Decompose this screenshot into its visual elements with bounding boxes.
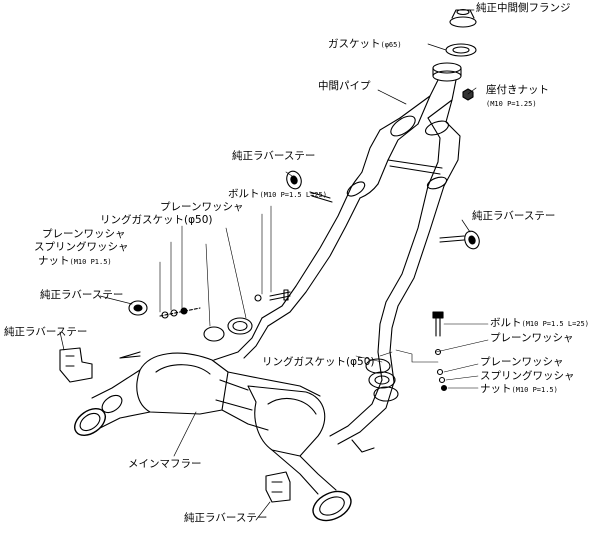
label-bolt-right-spec: (M10 P=1.5 L=25) bbox=[521, 320, 589, 328]
gasket-65-part bbox=[445, 43, 477, 57]
label-bolt-left-text: ボルト bbox=[228, 188, 260, 200]
right-hardware-stack bbox=[365, 311, 489, 402]
ring-gasket-left-part bbox=[203, 227, 253, 342]
label-rubber-stay-bottom: 純正ラバーステー bbox=[184, 512, 268, 524]
label-nut-left-text: ナット bbox=[38, 255, 70, 267]
label-plain-washer-left-1: プレーンワッシャ bbox=[160, 201, 244, 213]
label-bolt-left: ボルト(M10 P=1.5 L=25) bbox=[228, 188, 327, 201]
label-plain-washer-left-2: プレーンワッシャ bbox=[42, 228, 126, 240]
label-rubber-stay-mid-left: 純正ラバーステー bbox=[40, 289, 124, 301]
main-muffler-part bbox=[74, 317, 395, 522]
label-nut-left: ナット(M10 P1.5) bbox=[38, 255, 112, 268]
label-plain-washer-right-2: プレーンワッシャ bbox=[480, 356, 564, 368]
label-nut-right: ナット(M10 P=1.5) bbox=[480, 383, 558, 396]
label-spring-washer-left: スプリングワッシャ bbox=[34, 241, 129, 253]
label-oem-mid-flange: 純正中間側フランジ bbox=[476, 2, 571, 14]
rubber-stay-bottom-part bbox=[265, 471, 291, 503]
left-hardware-stack bbox=[159, 205, 291, 319]
label-gasket-65-spec: (φ65) bbox=[380, 41, 402, 49]
label-spring-washer-right: スプリングワッシャ bbox=[480, 370, 575, 382]
rubber-stay-upper-left-part bbox=[286, 170, 302, 190]
leader-lines bbox=[59, 9, 477, 521]
oem-flange-part bbox=[449, 8, 477, 28]
label-plain-washer-right-1: プレーンワッシャ bbox=[490, 332, 574, 344]
label-bolt-left-spec: (M10 P=1.5 L=25) bbox=[259, 191, 327, 199]
label-mid-pipe: 中間パイプ bbox=[318, 80, 371, 92]
rubber-stay-upper-right-part bbox=[464, 230, 480, 250]
label-ring-gasket-right: リングガスケット(φ50) bbox=[262, 356, 375, 368]
label-rubber-stay-upper-right: 純正ラバーステー bbox=[472, 210, 556, 222]
label-gasket-65: ガスケット(φ65) bbox=[328, 38, 402, 51]
label-nut-right-text: ナット bbox=[480, 383, 512, 395]
label-seat-nut: 座付きナット bbox=[486, 84, 549, 96]
label-ring-gasket-left: リングガスケット(φ50) bbox=[100, 214, 213, 226]
label-nut-left-spec: (M10 P1.5) bbox=[69, 258, 112, 266]
label-main-muffler: メインマフラー bbox=[128, 458, 202, 470]
label-gasket-65-text: ガスケット bbox=[328, 38, 381, 50]
label-rubber-stay-bracket-left: 純正ラバーステー bbox=[4, 326, 88, 338]
label-seat-nut-spec: (M10 P=1.25) bbox=[486, 98, 537, 110]
seat-nut-spec-text: (M10 P=1.25) bbox=[486, 100, 537, 108]
rubber-stay-mid-left-part bbox=[128, 300, 148, 316]
label-bolt-right-text: ボルト bbox=[490, 317, 522, 329]
rubber-stay-bracket-left-part bbox=[59, 347, 141, 383]
mid-pipe-part bbox=[261, 62, 465, 353]
label-bolt-right: ボルト(M10 P=1.5 L=25) bbox=[490, 317, 589, 330]
label-nut-right-spec: (M10 P=1.5) bbox=[511, 386, 558, 394]
seat-nut-part bbox=[462, 88, 474, 101]
label-rubber-stay-upper-left: 純正ラバーステー bbox=[232, 150, 316, 162]
